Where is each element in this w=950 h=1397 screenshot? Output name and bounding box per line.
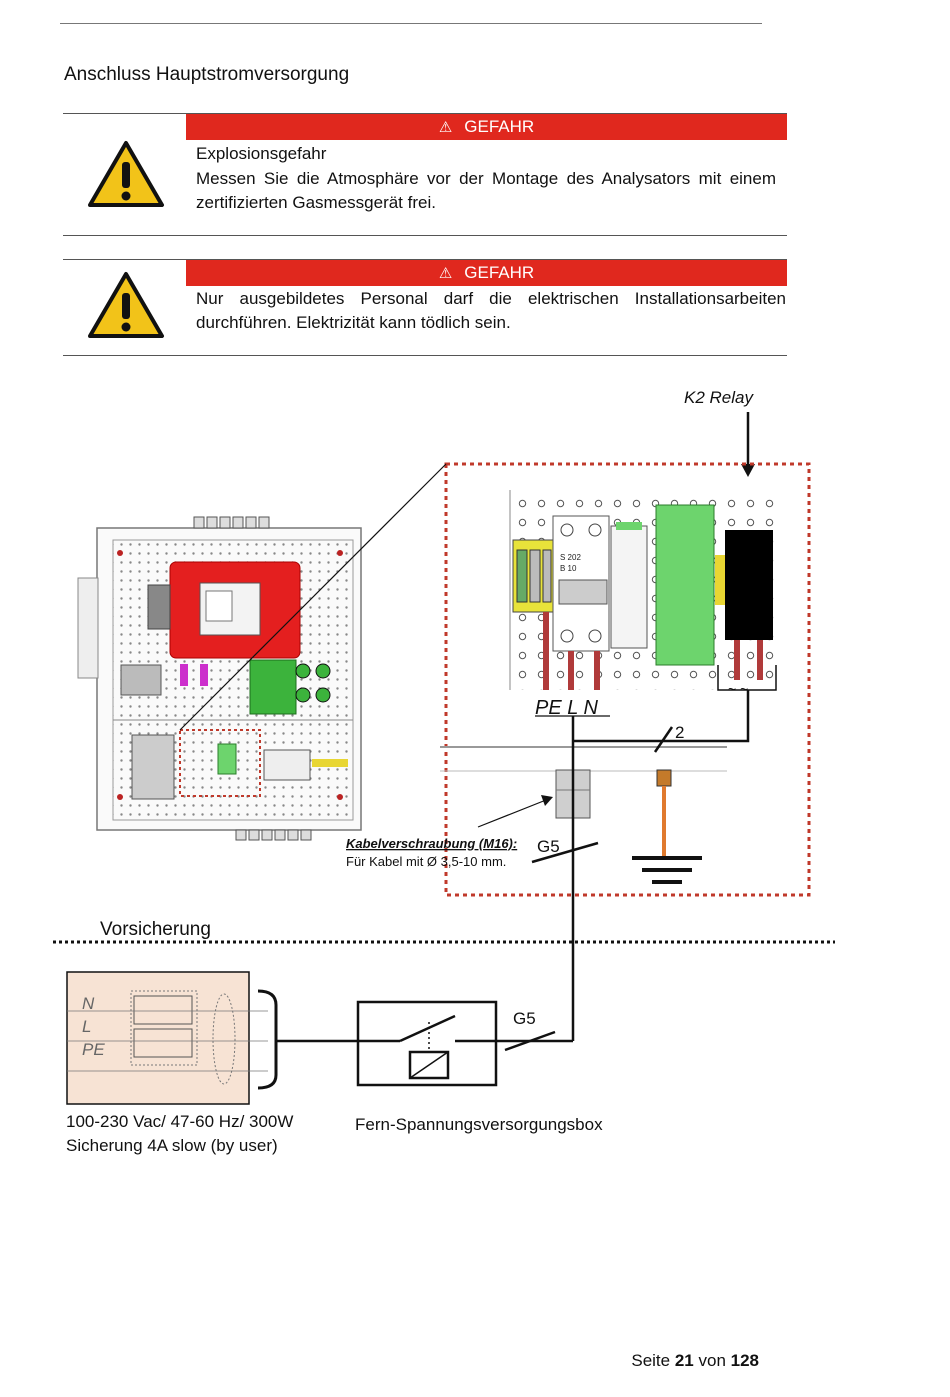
zoom-line-top <box>179 463 447 731</box>
warning-rule-bottom <box>63 355 787 356</box>
svg-text:~ ~: ~ ~ <box>728 681 748 697</box>
total-pages: 128 <box>730 1351 759 1370</box>
fuse-label-pe: PE <box>82 1040 105 1059</box>
cable-gland-title: Kabelverschraubung (M16): <box>346 836 517 851</box>
warning-rule-top <box>63 259 787 260</box>
warning-triangle-icon <box>88 141 164 207</box>
fuse-label-n: N <box>82 994 95 1013</box>
g5-upper-label: G5 <box>537 837 560 856</box>
gland-callout-arrowhead <box>541 795 553 806</box>
section-title: Anschluss Hauptstromversorgung <box>64 64 350 85</box>
k2-relay-label: K2 Relay <box>684 388 754 407</box>
danger-banner: ⚠ GEFAHR <box>186 114 787 140</box>
wiring-diagram: K2 Relay <box>53 388 835 1155</box>
cabinet-overview <box>77 516 362 841</box>
fuse-label-l: L <box>82 1017 91 1036</box>
remote-supply-box <box>356 1000 498 1087</box>
warning-text: Messen Sie die Atmosphäre vor der Montag… <box>196 169 776 212</box>
warning-box-electrical: ⚠ GEFAHR Nur ausgebildetes Personal darf… <box>63 259 787 356</box>
g5-lower-label: G5 <box>513 1009 536 1028</box>
page-prefix: Seite <box>631 1351 675 1370</box>
zoom-frame <box>444 462 811 897</box>
top-rule <box>60 23 762 24</box>
k2-relay-arrowhead <box>741 464 755 477</box>
pre-fuse-box <box>66 971 278 1105</box>
remote-box-label: Fern-Spannungsversorgungsbox <box>355 1115 603 1134</box>
wire-count-label: 2 <box>675 723 684 742</box>
danger-banner-label: GEFAHR <box>464 263 535 282</box>
page-number: Seite 21 von 128 <box>631 1351 759 1371</box>
cable-path <box>276 690 750 1052</box>
gland-callout-line <box>477 799 547 828</box>
page-middle: von <box>693 1351 731 1370</box>
terminal-detail: S 202 B 10 ~ ~ PE L N <box>440 490 778 884</box>
vorsicherung-label: Vorsicherung <box>100 919 211 940</box>
warning-triangle-icon <box>88 272 164 338</box>
terminal-labels: PE L N <box>535 697 599 719</box>
warning-rule-bottom <box>63 235 787 236</box>
supply-spec-line2: Sicherung 4A slow (by user) <box>66 1136 278 1155</box>
breaker-label-2: B 10 <box>560 564 577 573</box>
supply-spec-line1: 100-230 Vac/ 47-60 Hz/ 300W <box>66 1112 293 1131</box>
warning-text: Nur ausgebildetes Personal darf die elek… <box>196 289 786 332</box>
breaker-label-1: S 202 <box>560 553 581 562</box>
warning-title: Explosionsgefahr <box>196 144 327 163</box>
danger-symbol-icon: ⚠ <box>438 265 453 282</box>
warning-rule-top <box>63 113 787 114</box>
warning-box-explosion: ⚠ GEFAHR Explosionsgefahr Messen Sie die… <box>63 113 787 236</box>
danger-banner: ⚠ GEFAHR <box>186 260 787 286</box>
danger-banner-label: GEFAHR <box>464 117 535 136</box>
danger-symbol-icon: ⚠ <box>438 119 453 136</box>
cable-gland-text: Für Kabel mit Ø 3,5-10 mm. <box>346 854 506 869</box>
current-page: 21 <box>674 1351 694 1370</box>
